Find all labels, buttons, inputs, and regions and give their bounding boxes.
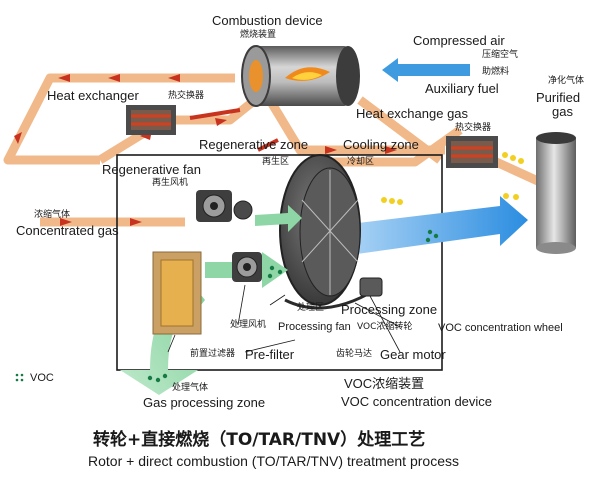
regenerative-fan bbox=[196, 190, 253, 222]
processing-fan-label: Processing fan bbox=[278, 321, 351, 333]
voc-device-cn: VOC浓缩装置 bbox=[344, 376, 425, 391]
concentrated-gas-label: Concentrated gas bbox=[16, 223, 119, 238]
combustion-device bbox=[241, 45, 360, 107]
compressed-air-label: Compressed air bbox=[413, 33, 505, 48]
purified-gas-label-1: Purified bbox=[536, 90, 581, 105]
heat-exchange-gas-label: Heat exchange gas bbox=[356, 106, 469, 121]
regenerative-fan-cn: 再生风机 bbox=[152, 178, 189, 188]
blue-arrow-voc-dots bbox=[425, 229, 439, 243]
duct-network bbox=[3, 73, 549, 227]
auxiliary-fuel-label: Auxiliary fuel bbox=[425, 81, 499, 96]
pre-filter-cn: 前置过滤器 bbox=[190, 349, 236, 359]
red-flow-lines bbox=[189, 108, 279, 152]
regenerative-zone-cn: 再生区 bbox=[262, 157, 290, 167]
heat-exchange-gas-cn: 热交换器 bbox=[455, 123, 492, 133]
voc-legend-label: VOC bbox=[30, 372, 54, 384]
yellow-gas-dots bbox=[381, 152, 524, 205]
green-arrow-voc-dots bbox=[147, 265, 283, 383]
combustion-device-cn: 燃烧装置 bbox=[240, 30, 277, 40]
pre-filter bbox=[152, 251, 202, 335]
pre-filter-label: Pre-filter bbox=[245, 347, 295, 362]
green-flow-regen bbox=[255, 205, 302, 232]
purified-gas-label-2: gas bbox=[552, 104, 573, 119]
cooling-zone-label: Cooling zone bbox=[343, 137, 419, 152]
heat-exchanger-label: Heat exchanger bbox=[47, 88, 139, 103]
regenerative-fan-label: Regenerative fan bbox=[102, 162, 202, 177]
processing-fan-cn: 处理风机 bbox=[230, 320, 267, 330]
voc-wheel-label: VOC concentration wheel bbox=[438, 322, 563, 334]
gear-motor-cn: 齿轮马达 bbox=[336, 349, 373, 359]
title-chinese: 转轮+直接燃烧（TO/TAR/TNV）处理工艺 bbox=[93, 430, 426, 450]
cooling-zone-cn: 冷却区 bbox=[347, 157, 375, 167]
voc-legend-dots bbox=[15, 373, 24, 382]
heat-exchanger-left bbox=[126, 105, 176, 135]
heat-exchanger-cn: 热交换器 bbox=[168, 91, 205, 101]
gear-motor-label: Gear motor bbox=[380, 347, 446, 362]
leader-lines bbox=[167, 284, 401, 353]
concentrated-gas-cn: 浓缩气体 bbox=[34, 210, 71, 220]
heat-exchanger-right bbox=[446, 136, 498, 168]
voc-wheel-cn: VOC浓缩转轮 bbox=[357, 322, 413, 332]
combustion-device-label: Combustion device bbox=[212, 13, 323, 28]
voc-concentration-wheel bbox=[279, 154, 383, 310]
gas-processing-cn: 处理气体 bbox=[172, 383, 209, 393]
purified-gas-cn: 净化气体 bbox=[548, 76, 585, 86]
processing-fan bbox=[232, 252, 262, 282]
regenerative-zone-label: Regenerative zone bbox=[199, 137, 309, 152]
auxiliary-fuel-cn: 助燃料 bbox=[482, 67, 510, 77]
voc-device-label: VOC concentration device bbox=[341, 394, 493, 409]
title-english: Rotor + direct combustion (TO/TAR/TNV) t… bbox=[88, 453, 459, 469]
processing-zone-label: Processing zone bbox=[341, 302, 438, 317]
compressed-air-cn: 压缩空气 bbox=[482, 50, 519, 60]
voc-concentration-device-box bbox=[116, 154, 443, 371]
processing-zone-cn: 处理区 bbox=[297, 303, 325, 313]
chimney-stack bbox=[536, 132, 576, 254]
gas-processing-label: Gas processing zone bbox=[143, 395, 266, 410]
compressed-air-arrow bbox=[382, 58, 470, 82]
